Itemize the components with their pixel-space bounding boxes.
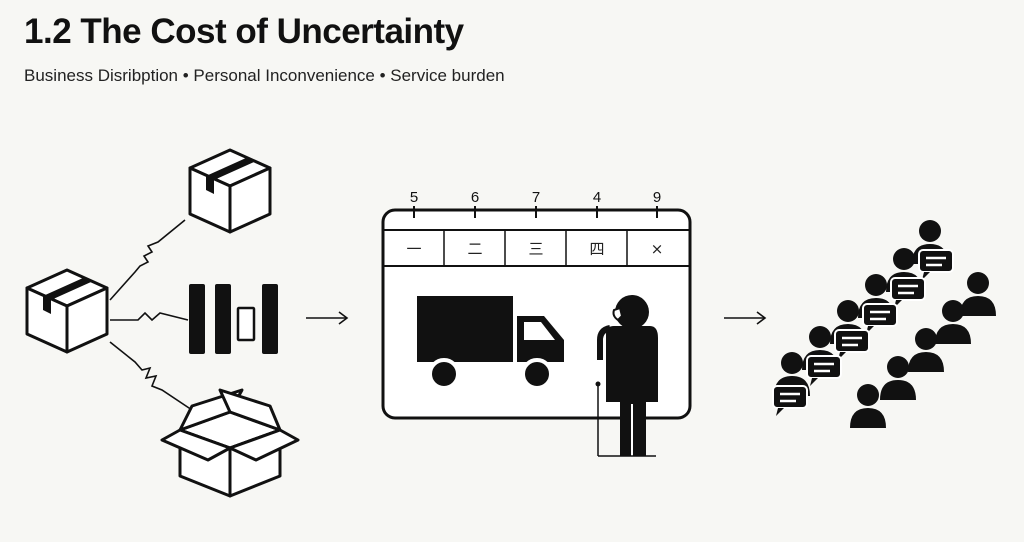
arrow-right-icon <box>724 311 767 325</box>
calendar-number: 7 <box>532 189 540 206</box>
calendar-day-header: 一 <box>406 240 421 258</box>
arrow-right-icon <box>306 311 349 325</box>
calendar-number: 5 <box>410 189 418 206</box>
calendar-number: 4 <box>593 189 601 206</box>
page-title: 1.2 The Cost of Uncertainty <box>24 12 464 51</box>
calendar-day-header: 四 <box>589 240 604 258</box>
delivery-truck-icon <box>417 296 564 390</box>
page-subtitle: Business Disribption • Personal Inconven… <box>24 66 505 85</box>
calendar-number: 6 <box>471 189 479 206</box>
package-connectors <box>109 219 196 413</box>
calendar-day-header: 三 <box>528 240 543 258</box>
person-on-phone-icon <box>595 295 658 457</box>
crowd-chat-icon <box>771 220 996 428</box>
calendar-day-header: 二 <box>467 240 482 258</box>
sealed-box-icon <box>188 148 272 234</box>
barcode-icon <box>189 284 278 354</box>
sealed-box-icon <box>25 268 109 354</box>
calendar-number: 9 <box>653 189 661 206</box>
calendar-day-header: × <box>651 240 664 258</box>
open-box-icon <box>160 388 300 498</box>
